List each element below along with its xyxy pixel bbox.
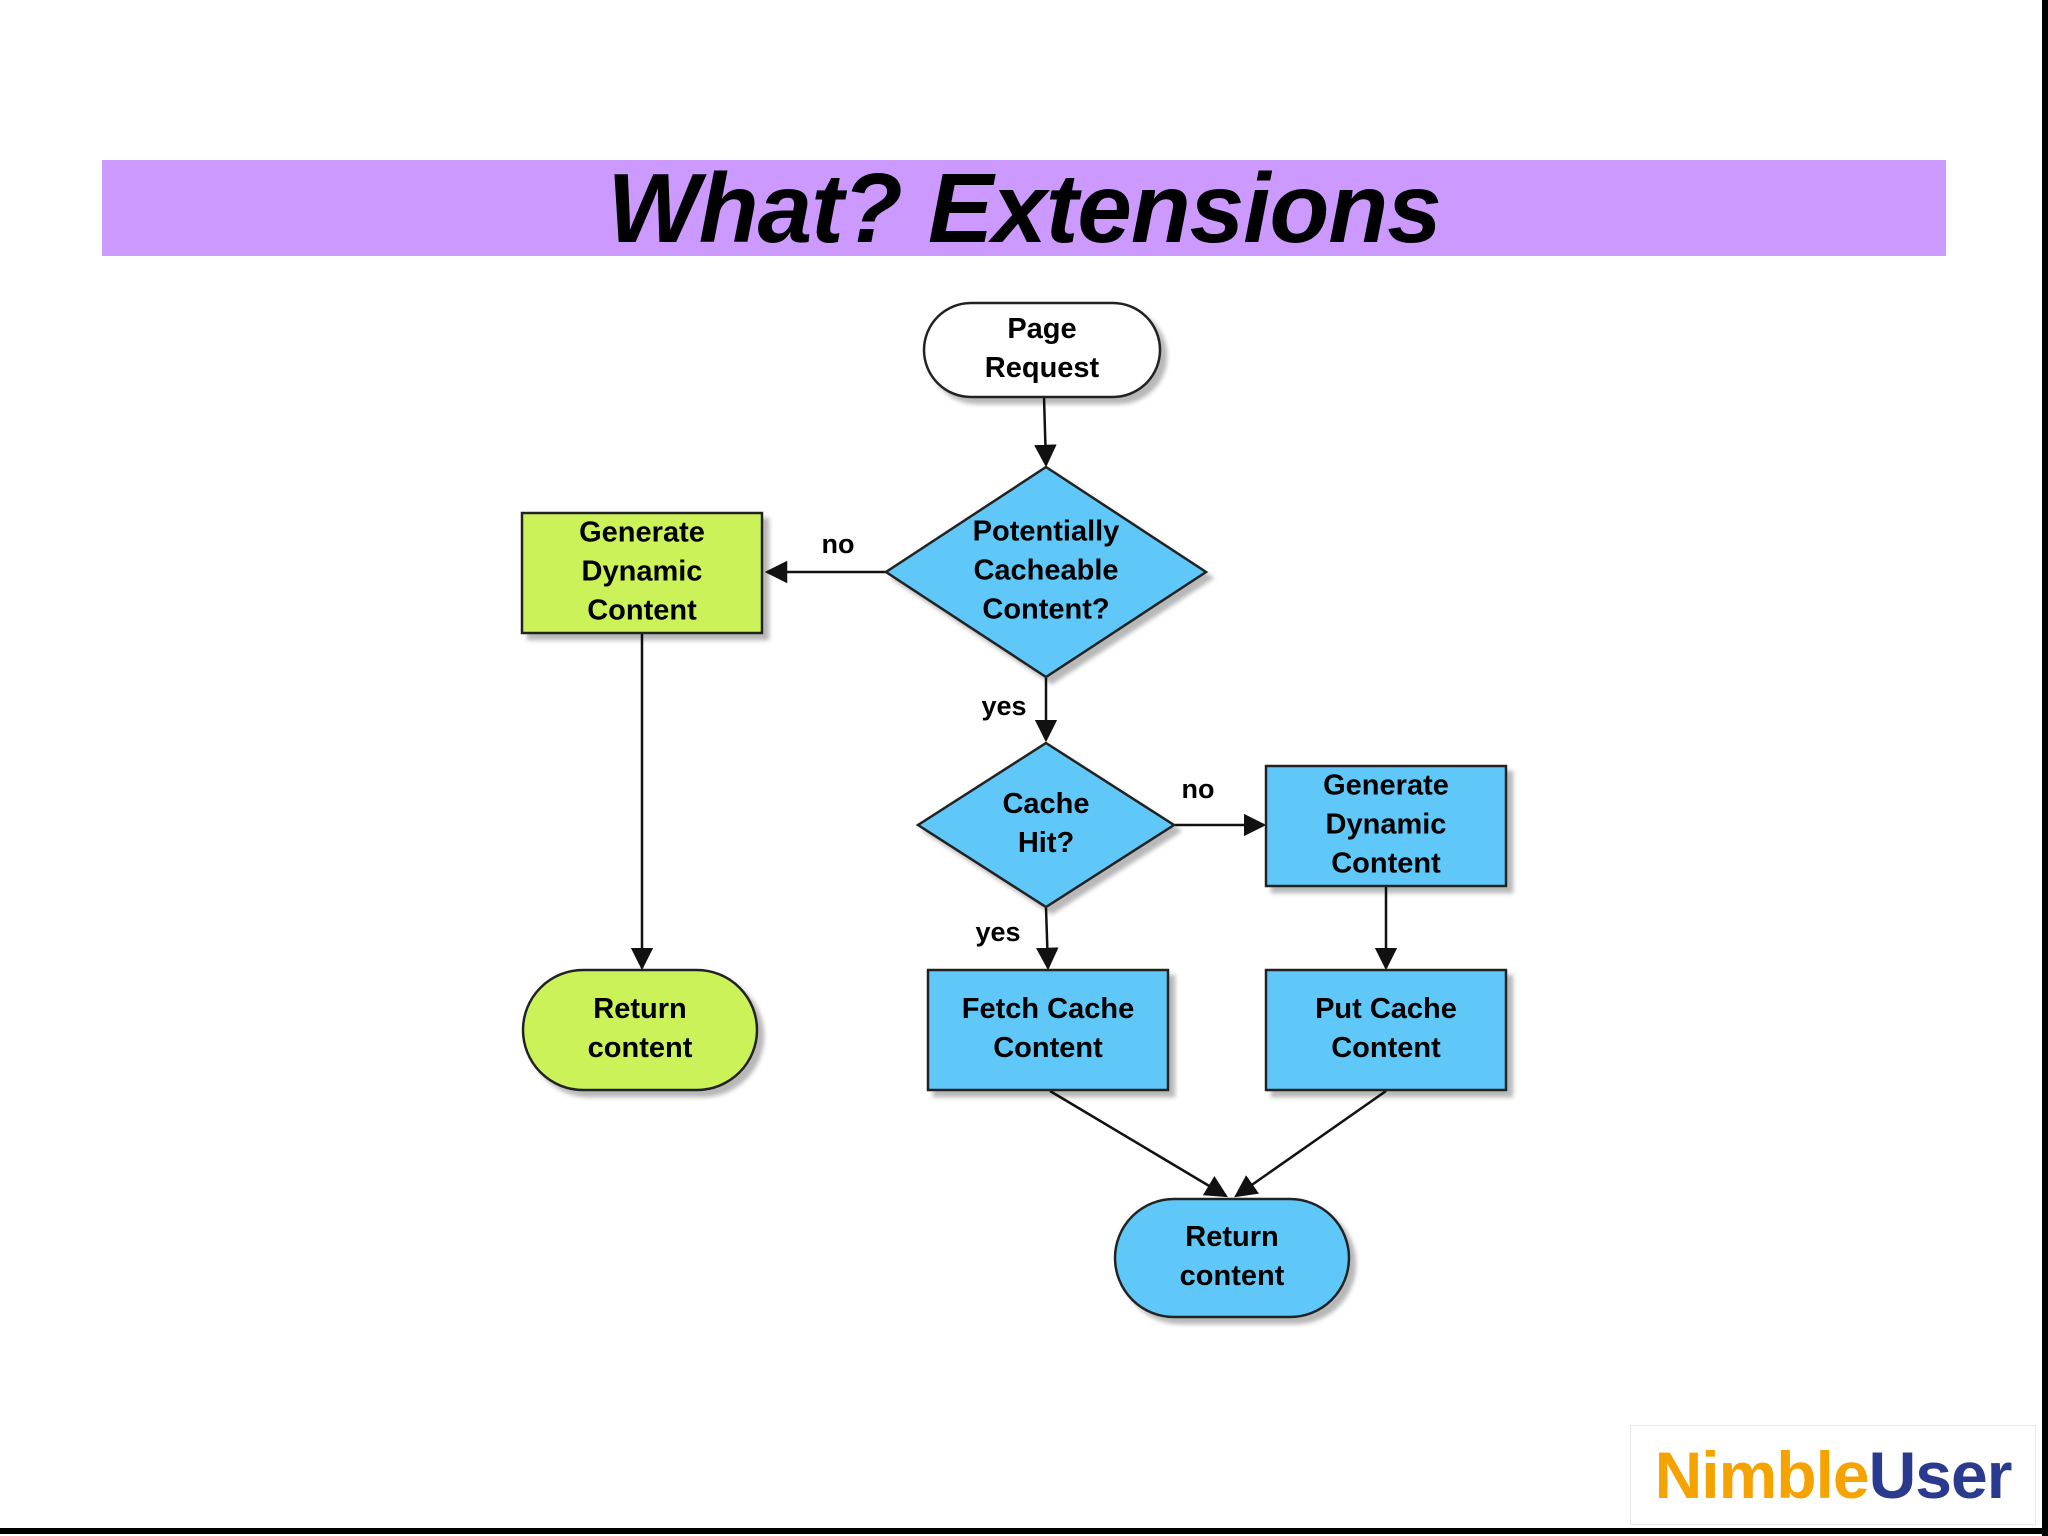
bottom-border-rule — [0, 1528, 2048, 1534]
process-box — [926, 968, 1170, 1092]
node-label-line: Content — [993, 1032, 1103, 1064]
node-label-line: content — [1180, 1260, 1285, 1292]
node-label-line: Content? — [982, 594, 1109, 626]
edges-layer: no yes no yes — [630, 396, 1398, 1198]
node-label-line: Request — [985, 352, 1100, 384]
edge-label-no: no — [1182, 774, 1215, 804]
node-label-line: content — [588, 1032, 693, 1064]
decision-diamond — [915, 741, 1177, 909]
terminal-shape — [922, 301, 1162, 399]
node-label-line: Fetch Cache — [962, 993, 1134, 1025]
node-label-line: Potentially — [973, 516, 1120, 548]
node-label-line: Dynamic — [582, 556, 703, 588]
node-label-line: Generate — [1323, 770, 1449, 802]
process-box — [1264, 968, 1508, 1092]
edge-cacheable-to-cache_hit: yes — [981, 678, 1058, 743]
right-border-rule — [2042, 0, 2048, 1536]
node-label-line: Cacheable — [973, 555, 1118, 587]
edge-cacheable-to-gen_left: no — [764, 529, 886, 584]
edge-label-yes: yes — [975, 917, 1020, 947]
decision-diamond — [883, 465, 1209, 679]
logo-text-user: User — [1868, 1438, 2013, 1512]
node-label-line: Content — [1331, 1032, 1441, 1064]
edge-page_request-to-cacheable — [1034, 396, 1057, 468]
node-label-line: Cache — [1002, 788, 1089, 820]
node-label-line: Page — [1007, 313, 1076, 345]
edge-put_cache-to-return_bottom — [1234, 1089, 1387, 1198]
slide-title: What? Extensions — [607, 152, 1441, 263]
process-box — [520, 511, 764, 635]
node-label-line: Return — [1185, 1221, 1278, 1253]
edge-cache_hit-to-fetch_cache: yes — [975, 907, 1059, 971]
node-return-left: Return content — [521, 968, 759, 1092]
logo-text-nimble: Nimble — [1654, 1438, 1870, 1512]
edge-line — [1036, 907, 1059, 971]
terminal-shape — [521, 968, 759, 1092]
edge-label-yes: yes — [981, 691, 1026, 721]
edge-fetch_cache-to-return_bottom — [1049, 1089, 1228, 1198]
node-label-line: Content — [587, 595, 697, 627]
terminal-shape — [1113, 1197, 1351, 1319]
node-label-line: Hit? — [1018, 827, 1074, 859]
node-label-line: Return — [593, 993, 686, 1025]
edge-label-no: no — [822, 529, 855, 559]
node-label-line: Generate — [579, 517, 705, 549]
node-label-line: Put Cache — [1315, 993, 1457, 1025]
node-label-line: Content — [1331, 848, 1441, 880]
edge-line — [1234, 1089, 1387, 1198]
node-return-bottom: Return content — [1113, 1197, 1351, 1319]
process-box — [1264, 764, 1508, 888]
edge-line — [1034, 396, 1057, 468]
title-band: What? Extensions — [102, 153, 1946, 263]
edge-cache_hit-to-gen_right: no — [1175, 774, 1267, 837]
edge-line — [1049, 1089, 1228, 1198]
node-label-line: Dynamic — [1326, 809, 1447, 841]
